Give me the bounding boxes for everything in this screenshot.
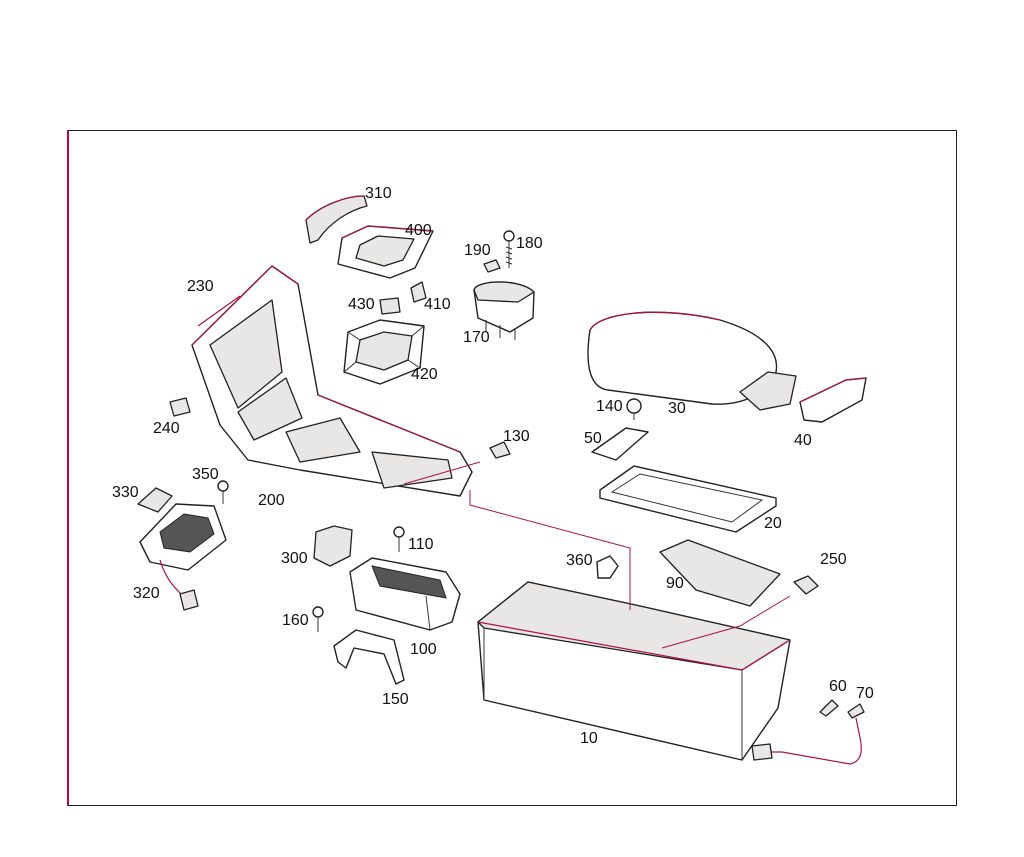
callout-100: 100 <box>410 641 437 658</box>
part-310-trim-cover[interactable] <box>305 195 368 244</box>
part-90-mat[interactable] <box>659 539 781 607</box>
callout-240: 240 <box>153 420 180 437</box>
part-70-cable[interactable] <box>751 703 865 765</box>
callout-170: 170 <box>463 329 490 346</box>
part-410-clip[interactable] <box>410 281 427 303</box>
part-350-screw[interactable] <box>217 480 229 504</box>
leader-lines <box>403 461 791 649</box>
callout-180: 180 <box>516 235 543 252</box>
part-320-switch-panel[interactable] <box>139 503 227 611</box>
part-100-storage-box[interactable] <box>349 557 461 631</box>
callout-420: 420 <box>411 366 438 383</box>
part-160-screw[interactable] <box>312 606 324 632</box>
part-190-clip[interactable] <box>483 259 501 273</box>
callout-50: 50 <box>584 430 602 447</box>
callout-10: 10 <box>580 730 598 747</box>
part-10-console-housing[interactable] <box>477 581 791 761</box>
part-20-frame-rail[interactable] <box>599 465 777 533</box>
callout-140: 140 <box>596 398 623 415</box>
callout-60: 60 <box>829 678 847 695</box>
callout-190: 190 <box>464 242 491 259</box>
callout-400: 400 <box>405 222 432 239</box>
callout-90: 90 <box>666 575 684 592</box>
callout-150: 150 <box>382 691 409 708</box>
part-420-frame[interactable] <box>343 319 425 385</box>
callout-30: 30 <box>668 400 686 417</box>
part-60-clip[interactable] <box>819 699 839 717</box>
part-240-button[interactable] <box>169 397 191 417</box>
part-430-clip[interactable] <box>379 297 401 315</box>
part-30-armrest[interactable] <box>587 311 797 411</box>
callout-110: 110 <box>408 536 434 553</box>
callout-410: 410 <box>424 296 451 313</box>
part-300-bracket[interactable] <box>313 525 353 567</box>
callout-350: 350 <box>192 466 219 483</box>
part-180-screw[interactable] <box>503 230 515 268</box>
callout-160: 160 <box>282 612 309 629</box>
part-330-connector[interactable] <box>137 487 173 513</box>
callout-20: 20 <box>764 515 782 532</box>
callout-230: 230 <box>187 278 214 295</box>
part-250-sensor[interactable] <box>793 575 819 595</box>
callout-300: 300 <box>281 550 308 567</box>
part-40-end-trim[interactable] <box>799 377 867 423</box>
diagram-frame <box>67 130 957 806</box>
part-50-cover[interactable] <box>591 427 649 461</box>
callout-40: 40 <box>794 432 812 449</box>
callout-430: 430 <box>348 296 375 313</box>
part-110-screw[interactable] <box>393 526 405 552</box>
callout-70: 70 <box>856 685 874 702</box>
part-140-plug[interactable] <box>626 398 642 420</box>
part-150-bracket[interactable] <box>333 629 405 685</box>
callout-200: 200 <box>258 492 285 509</box>
callout-250: 250 <box>820 551 847 568</box>
callout-labels: 310 400 190 180 230 430 410 170 420 140 … <box>112 185 874 747</box>
callout-320: 320 <box>133 585 160 602</box>
callout-360: 360 <box>566 552 593 569</box>
part-400-bezel[interactable] <box>337 225 434 279</box>
callout-130: 130 <box>503 428 530 445</box>
part-360-nut[interactable] <box>596 555 619 579</box>
part-170-switch-module[interactable] <box>473 281 535 340</box>
callout-330: 330 <box>112 484 139 501</box>
callout-310: 310 <box>365 185 392 202</box>
part-130-clip[interactable] <box>489 441 511 459</box>
part-230-console-trim[interactable] <box>191 265 473 497</box>
